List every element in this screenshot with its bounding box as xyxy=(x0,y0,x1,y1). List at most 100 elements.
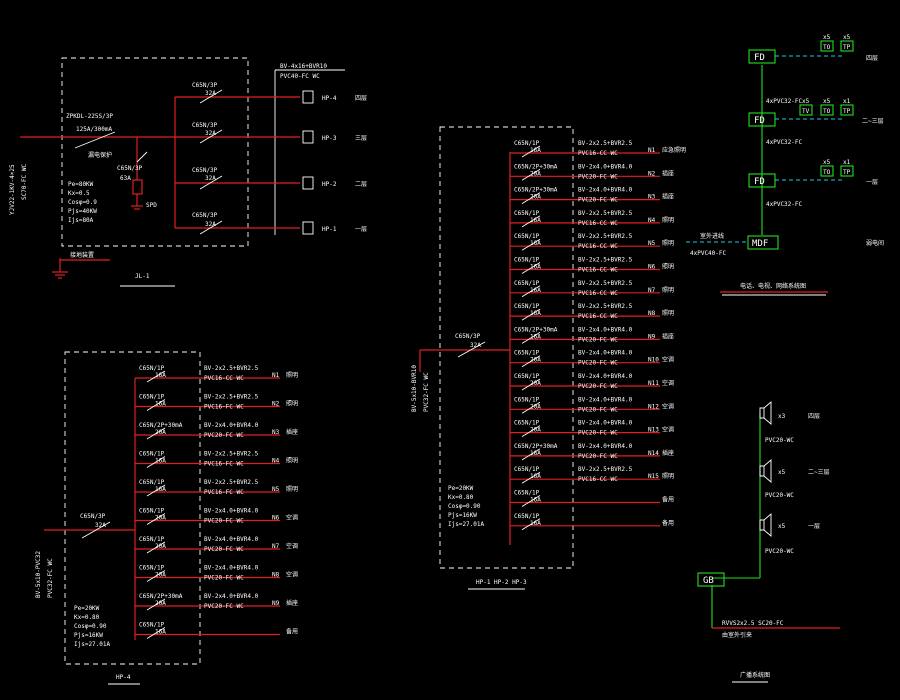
hp4-incoming: BV-5x10-PVC32 xyxy=(35,551,42,598)
broadcast-title: 广播系统图 xyxy=(740,671,770,679)
circuit-rating: 20A xyxy=(155,600,166,607)
outlet-tp xyxy=(840,104,854,116)
jl1-b2-breaker: C65N/3P xyxy=(192,167,218,174)
circuit-cable: BV-2x4.0+BVR4.0 xyxy=(578,420,633,427)
circuit-load: 照明 xyxy=(286,458,298,465)
jl1-spd: SPD xyxy=(146,202,157,209)
jl1-b1-panel: HP-3 xyxy=(322,135,337,142)
fd-label: FD xyxy=(754,116,765,126)
outlet-count: x5 xyxy=(843,34,851,41)
circuit-conduit: PVC20-FC WC xyxy=(204,603,244,610)
outlet-count: x5 xyxy=(823,159,831,166)
panel-box xyxy=(302,176,314,190)
mdf-box xyxy=(747,235,779,250)
circuit-load: 插座 xyxy=(662,193,674,201)
jl1-panel: ZPKDL-225S/3P 125A/300mA 漏电保护 YJV22-1KV-… xyxy=(9,57,367,287)
circuit-cable: BV-2x2.5+BVR2.5 xyxy=(578,280,633,287)
gb-box xyxy=(697,572,725,587)
speaker-conduit: PVC20-WC xyxy=(765,437,794,444)
circuit-cable: BV-2x4.0+BVR4.0 xyxy=(204,593,259,600)
hp123-frame xyxy=(439,126,574,569)
circuit-rating: 20A xyxy=(530,380,541,387)
jl1-spd-rating: 63A xyxy=(120,175,131,182)
hp123-main-breaker: C65N/3P xyxy=(455,333,481,340)
outlet-to xyxy=(820,104,834,116)
circuit-load: 备用 xyxy=(662,519,674,527)
circuit-id: N5 xyxy=(648,240,656,247)
mdf-label: MDF xyxy=(752,239,768,249)
circuit-rating: 16A xyxy=(155,401,166,408)
circuit-load: 照明 xyxy=(662,240,674,247)
jl1-b2-panel: HP-2 xyxy=(322,181,337,188)
circuit-breaker: C65N/1P xyxy=(139,451,165,458)
circuit-load: 照明 xyxy=(286,486,298,493)
circuit-conduit: PVC20-FC WC xyxy=(578,173,618,180)
fd-label: FD xyxy=(754,53,765,63)
outlet-count: x5 xyxy=(823,34,831,41)
jl1-branch-1: C65N/3P 32A HP-3 三层 xyxy=(175,122,367,144)
circuit-id: N6 xyxy=(272,515,280,522)
broadcast-diagram: x3 四层 PVC20-WC x5 二~三层 PVC20-WC x5 一层 PV… xyxy=(697,401,840,683)
jl1-b0-breaker: C65N/3P xyxy=(192,82,218,89)
fd-floor: 四层 xyxy=(866,55,878,62)
circuit-breaker: C65N/1P xyxy=(139,479,165,486)
circuit-rating: 16A xyxy=(530,497,541,504)
speaker-count: x3 xyxy=(778,413,786,420)
circuit-cable: BV-2x4.0+BVR4.0 xyxy=(204,565,259,572)
fd-label: FD xyxy=(754,177,765,187)
circuit-id: N6 xyxy=(648,264,656,271)
circuit-rating: 16A xyxy=(530,333,541,340)
bc-cable: RVVS2x2.5 SC20-FC xyxy=(722,620,784,627)
circuit-rating: 20A xyxy=(530,427,541,434)
jl1-b0-panel: HP-4 xyxy=(322,95,337,102)
speaker-icon xyxy=(759,401,772,425)
circuit-breaker: C65N/1P xyxy=(139,365,165,372)
circuit-rating: 20A xyxy=(155,543,166,550)
circuit-id: N9 xyxy=(648,333,656,340)
circuit-rating: 20A xyxy=(155,572,166,579)
circuit-id: N9 xyxy=(272,600,280,607)
circuit-conduit: PVC20-FC WC xyxy=(578,360,618,367)
circuit-breaker: C65N/1P xyxy=(514,466,540,473)
circuit-load: 空调 xyxy=(662,379,674,387)
gb-label: GB xyxy=(703,576,714,586)
jl1-calc-4: Ijs=80A xyxy=(68,217,94,224)
circuit-load: 空调 xyxy=(662,426,674,434)
hp4-calc-0: Pe=20KW xyxy=(74,605,100,612)
jl1-ground: 接地装置 xyxy=(70,251,94,259)
circuit-breaker: C65N/1P xyxy=(139,622,165,629)
jl1-branch-3: C65N/3P 32A HP-1 一层 xyxy=(175,212,367,235)
jl1-sub-label: 漏电保护 xyxy=(88,151,112,159)
circuit-load: 插座 xyxy=(662,332,674,340)
hp123-calc-1: Kx=0.80 xyxy=(448,494,474,501)
circuit-conduit: PVC16-CC WC xyxy=(578,476,618,483)
circuit-cable: BV-2x2.5+BVR2.5 xyxy=(204,394,259,401)
circuit-load: 照明 xyxy=(662,287,674,294)
circuit-id: N3 xyxy=(272,429,280,436)
speaker-icon xyxy=(759,459,772,483)
circuit-cable: BV-2x4.0+BVR4.0 xyxy=(578,443,633,450)
circuit-rating: 16A xyxy=(530,240,541,247)
circuit-rating: 20A xyxy=(530,194,541,201)
circuit-breaker: C65N/1P xyxy=(514,233,540,240)
circuit-cable: BV-2x2.5+BVR2.5 xyxy=(204,365,259,372)
panel-box xyxy=(302,130,314,144)
jl1-b0-rating: 32A xyxy=(205,90,216,97)
circuit-cable: BV-2x4.0+BVR4.0 xyxy=(578,396,633,403)
circuit-breaker: C65N/2P+30mA xyxy=(514,163,558,170)
circuit-conduit: PVC20-FC WC xyxy=(204,546,244,553)
outlet-count: x1 xyxy=(843,159,851,166)
circuit-breaker: C65N/2P+30mA xyxy=(514,187,558,194)
circuit-load: 空调 xyxy=(286,571,298,579)
hp4-frame xyxy=(64,351,201,665)
